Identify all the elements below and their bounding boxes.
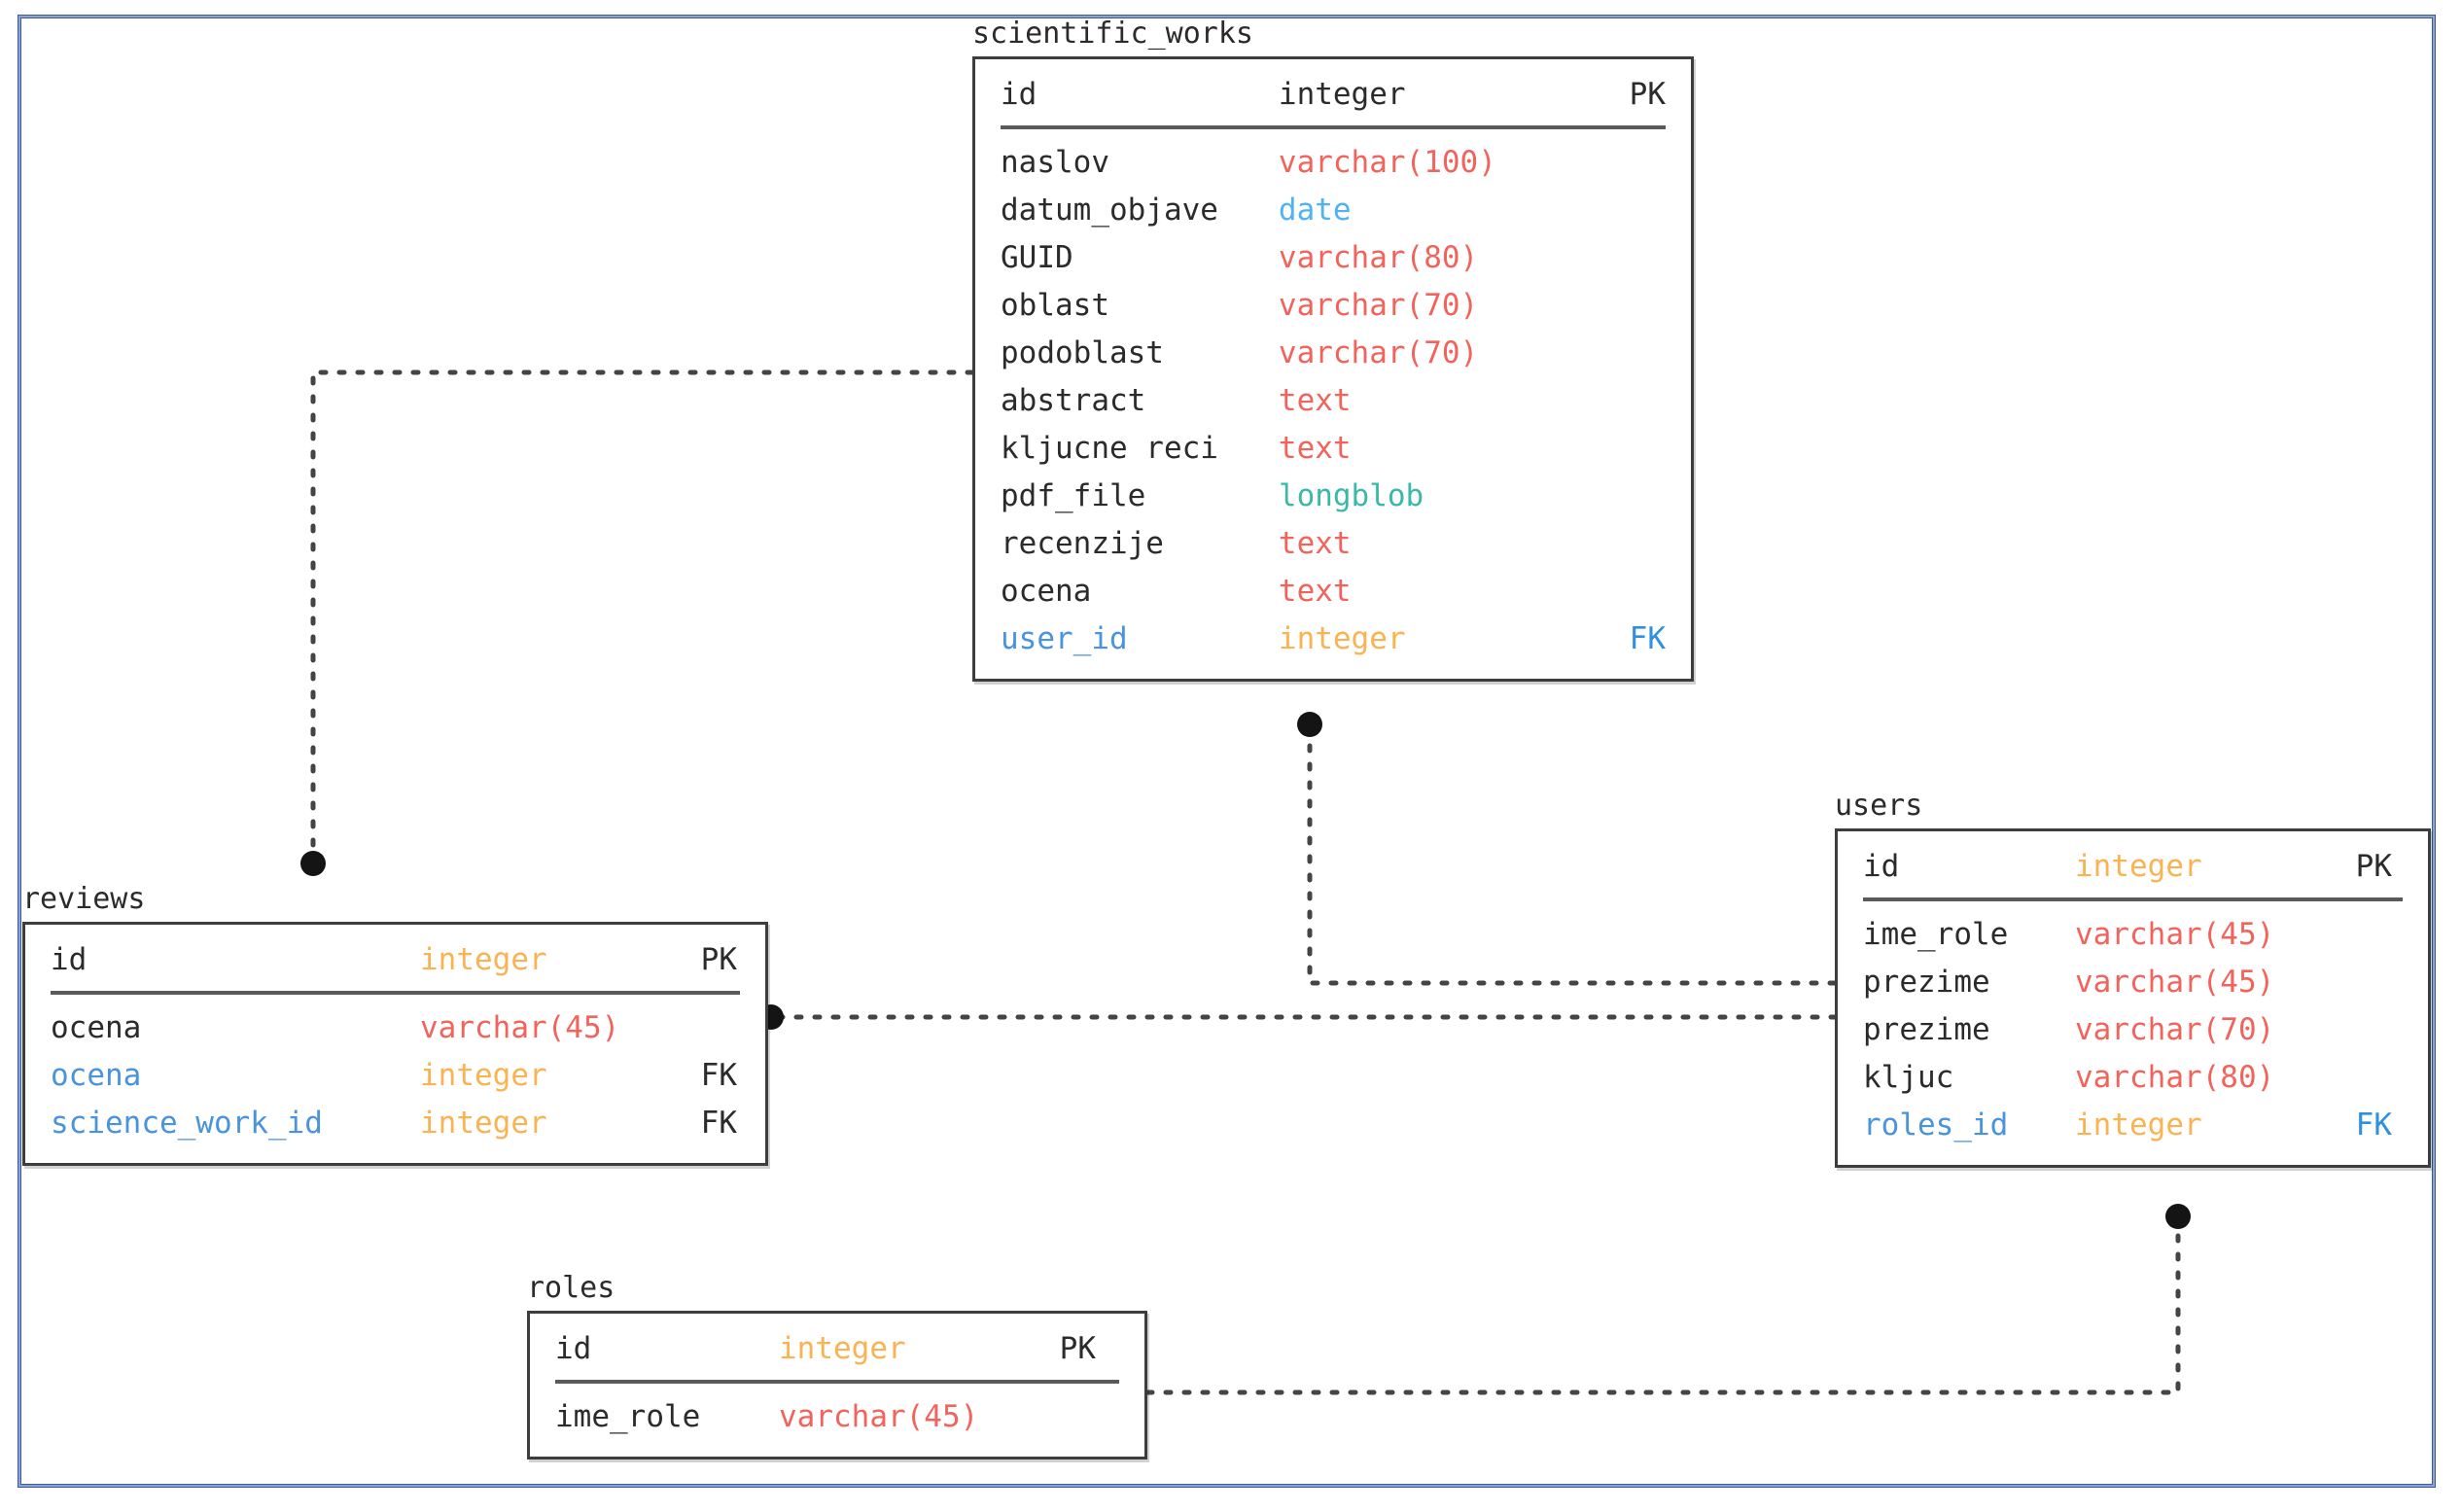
field-type: date [1278, 193, 1352, 228]
header-divider [51, 991, 740, 995]
diagram-frame [18, 15, 2436, 1488]
field-type: varchar(80) [1278, 240, 1479, 275]
field-name: pdf_file [1001, 478, 1146, 513]
field-name: kljucne reci [1001, 431, 1218, 466]
field-type: varchar(80) [2075, 1060, 2275, 1095]
field-name: id [51, 942, 88, 977]
table-row: id integer PK [555, 1325, 1119, 1373]
field-name: roles_id [1863, 1108, 2009, 1143]
table-row: kljuc varchar(80) [1863, 1054, 2403, 1102]
header-divider [1001, 125, 1666, 129]
table-row: ocena varchar(45) [51, 1004, 740, 1052]
table-row: datum_objave date [1001, 187, 1666, 234]
field-name: ime_role [1863, 917, 2009, 952]
field-name: kljuc [1863, 1060, 1954, 1095]
table-row: naslov varchar(100) [1001, 139, 1666, 187]
field-name: podoblast [1001, 335, 1164, 370]
entity-box-scientific-works: id integer PK naslov varchar(100) datum_… [972, 56, 1694, 682]
field-type: integer [420, 1058, 547, 1093]
entity-box-roles: id integer PK ime_role varchar(45) [527, 1311, 1147, 1459]
field-key: PK [2355, 849, 2392, 884]
field-type: varchar(45) [420, 1010, 620, 1045]
field-key: PK [1059, 1331, 1096, 1366]
entity-scientific-works[interactable]: scientific_works id integer PK naslov va… [972, 18, 1694, 682]
field-name: datum_objave [1001, 193, 1218, 228]
field-name: ocena [51, 1058, 142, 1093]
field-key: FK [700, 1058, 737, 1093]
entity-users[interactable]: users id integer PK ime_role varchar(45)… [1835, 790, 2431, 1168]
field-type: varchar(70) [2075, 1012, 2275, 1047]
field-type: varchar(45) [779, 1399, 979, 1434]
field-name: id [555, 1331, 592, 1366]
field-type: integer [2075, 849, 2202, 884]
field-key: PK [1629, 77, 1666, 112]
table-row: ime_role varchar(45) [555, 1393, 1119, 1441]
field-name: ime_role [555, 1399, 701, 1434]
table-row: prezime varchar(45) [1863, 959, 2403, 1006]
table-row: recenzije text [1001, 520, 1666, 568]
field-type: integer [420, 942, 547, 977]
field-key: FK [700, 1106, 737, 1141]
table-row: ocena text [1001, 568, 1666, 615]
table-row-foreign-key: science_work_id integer FK [51, 1100, 740, 1147]
table-row: kljucne reci text [1001, 425, 1666, 473]
field-type: varchar(70) [1278, 288, 1479, 323]
field-key: FK [1629, 621, 1666, 656]
entity-roles[interactable]: roles id integer PK ime_role varchar(45) [527, 1272, 1147, 1459]
table-row: id integer PK [1863, 843, 2403, 891]
table-row: abstract text [1001, 377, 1666, 425]
field-name: GUID [1001, 240, 1073, 275]
table-row: oblast varchar(70) [1001, 282, 1666, 330]
table-row: GUID varchar(80) [1001, 234, 1666, 282]
field-type: text [1278, 383, 1352, 418]
entity-title-roles: roles [527, 1271, 615, 1305]
field-type: varchar(100) [1278, 145, 1496, 180]
field-name: ocena [51, 1010, 142, 1045]
field-name: prezime [1863, 965, 1990, 1000]
field-type: varchar(45) [2075, 965, 2275, 1000]
field-name: user_id [1001, 621, 1128, 656]
table-row-foreign-key: roles_id integer FK [1863, 1102, 2403, 1149]
field-type: integer [2075, 1108, 2202, 1143]
header-divider [1863, 897, 2403, 901]
field-type: integer [1278, 621, 1406, 656]
field-name: ocena [1001, 574, 1092, 609]
field-key: FK [2355, 1108, 2392, 1143]
field-key: PK [700, 942, 737, 977]
field-type: integer [1278, 77, 1406, 112]
table-row: prezime varchar(70) [1863, 1006, 2403, 1054]
entity-box-reviews: id integer PK ocena varchar(45) ocena in… [22, 922, 768, 1166]
field-type: text [1278, 574, 1352, 609]
field-name: abstract [1001, 383, 1146, 418]
table-row: pdf_file longblob [1001, 473, 1666, 520]
table-row: podoblast varchar(70) [1001, 330, 1666, 377]
field-type: integer [779, 1331, 906, 1366]
table-row: id integer PK [1001, 71, 1666, 119]
field-name: id [1863, 849, 1900, 884]
entity-title-reviews: reviews [22, 882, 146, 916]
field-name: recenzije [1001, 526, 1164, 561]
field-name: oblast [1001, 288, 1109, 323]
field-type: text [1278, 431, 1352, 466]
entity-title-users: users [1835, 789, 1923, 823]
field-name: science_work_id [51, 1106, 323, 1141]
field-type: longblob [1278, 478, 1424, 513]
field-type: text [1278, 526, 1352, 561]
table-row-foreign-key: ocena integer FK [51, 1052, 740, 1100]
field-name: naslov [1001, 145, 1109, 180]
field-type: varchar(45) [2075, 917, 2275, 952]
table-row: ime_role varchar(45) [1863, 911, 2403, 959]
field-type: integer [420, 1106, 547, 1141]
entity-title-scientific-works: scientific_works [972, 17, 1253, 51]
field-type: varchar(70) [1278, 335, 1479, 370]
table-row: id integer PK [51, 936, 740, 984]
entity-box-users: id integer PK ime_role varchar(45) prezi… [1835, 828, 2431, 1168]
field-name: id [1001, 77, 1037, 112]
field-name: prezime [1863, 1012, 1990, 1047]
header-divider [555, 1380, 1119, 1384]
table-row-foreign-key: user_id integer FK [1001, 615, 1666, 663]
entity-reviews[interactable]: reviews id integer PK ocena varchar(45) … [22, 883, 768, 1166]
